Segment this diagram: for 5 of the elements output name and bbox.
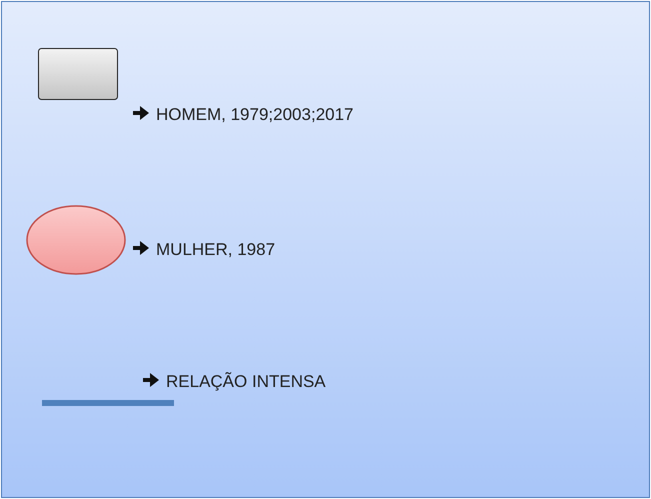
circle-symbol bbox=[26, 205, 126, 275]
legend-label: RELAÇÃO INTENSA bbox=[166, 372, 326, 392]
rectangle-symbol bbox=[38, 48, 118, 100]
legend-label: MULHER, 1987 bbox=[156, 240, 276, 260]
legend-label: HOMEM, 1979;2003;2017 bbox=[156, 105, 354, 125]
